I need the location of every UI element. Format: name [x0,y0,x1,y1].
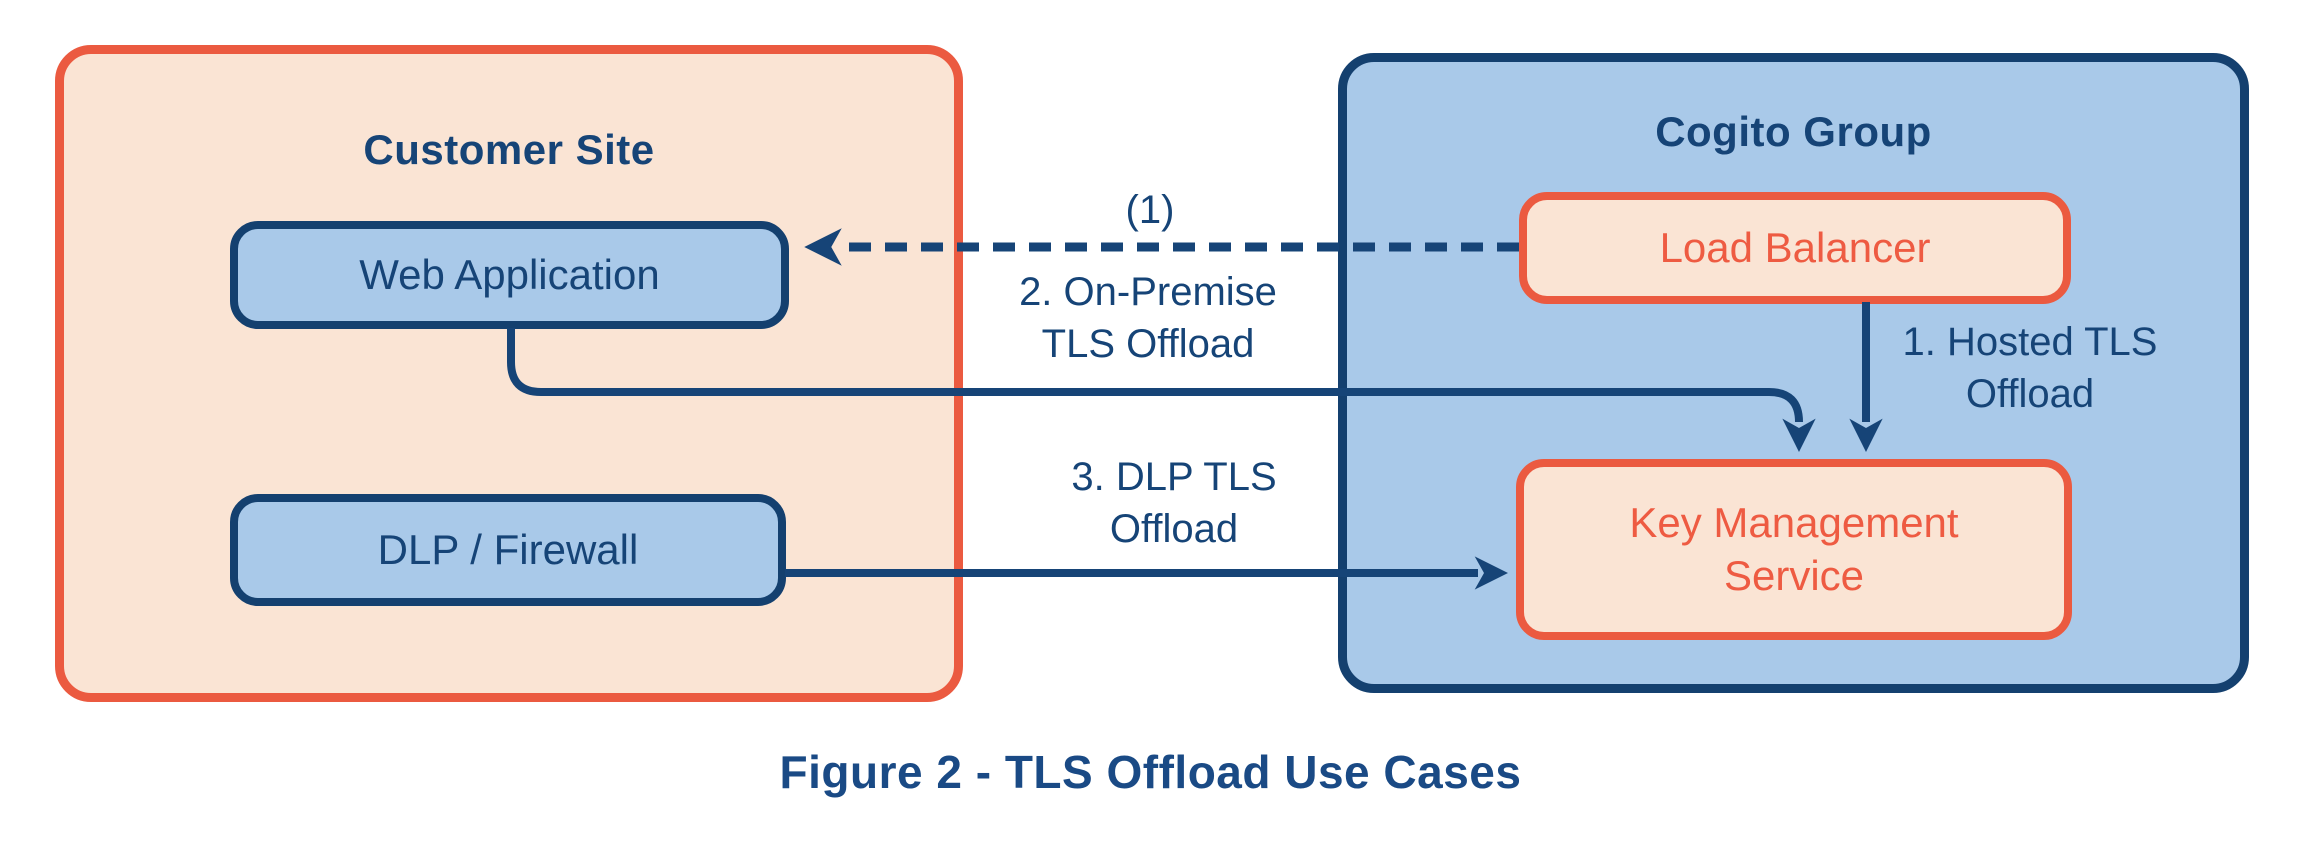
dlp-firewall-node: DLP / Firewall [230,494,786,606]
load-balancer-node: Load Balancer [1519,192,2071,304]
key-management-service-label: Key Management Service [1629,499,1959,599]
on-premise-flow-label: 2. On-Premise TLS Offload [948,266,1348,370]
web-application-node: Web Application [230,221,789,329]
hosted-flow-line1: 1. Hosted TLS [1902,320,2158,364]
dlp-flow-line1: 3. DLP TLS [1071,455,1277,499]
web-application-label: Web Application [359,250,660,298]
dlp-firewall-label: DLP / Firewall [377,525,639,573]
customer-site-title: Customer Site [363,126,655,173]
hosted-flow-label: 1. Hosted TLS Offload [1830,316,2230,420]
cogito-group-title: Cogito Group [1655,108,1932,155]
customer-site-group: Customer Site Web Application DLP / Fire… [55,45,963,702]
dlp-flow-line2: Offload [1109,507,1239,551]
on-premise-flow-line2: TLS Offload [1041,322,1255,366]
return-flow-marker: (1) [1125,188,1175,232]
dlp-flow-label: 3. DLP TLS Offload [974,451,1374,555]
load-balancer-label: Load Balancer [1659,223,1931,271]
key-management-service-node: Key Management Service [1516,459,2072,640]
figure-caption: Figure 2 - TLS Offload Use Cases [779,746,1522,798]
on-premise-flow-line1: 2. On-Premise [1019,270,1277,314]
hosted-flow-line2: Offload [1965,372,2095,416]
